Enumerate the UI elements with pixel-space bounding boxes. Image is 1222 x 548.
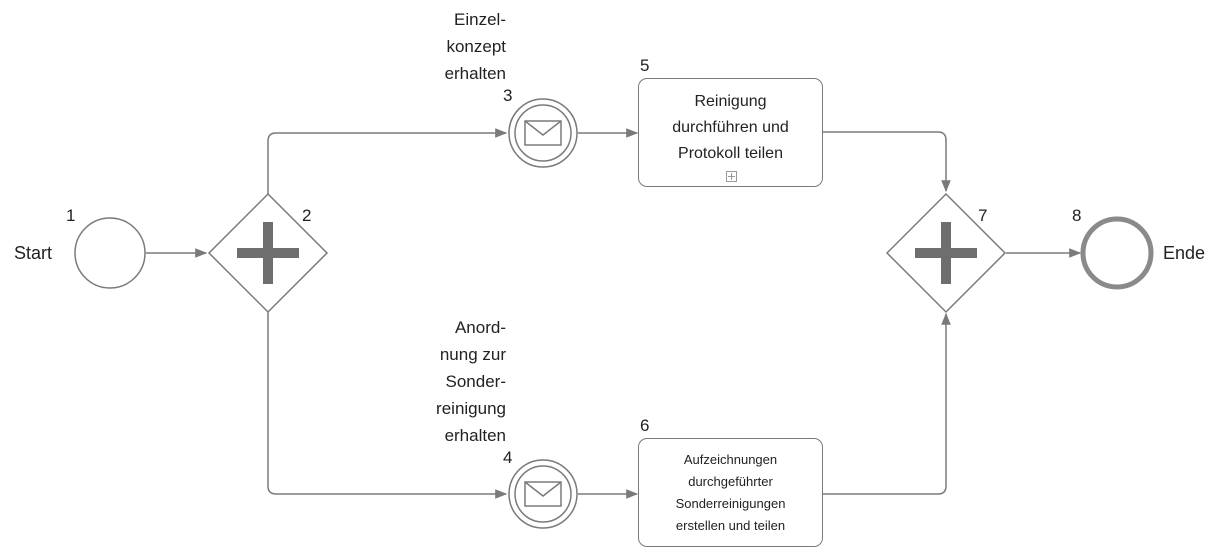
order-event-label-line: erhalten	[444, 426, 506, 445]
cleaning-task-number: 5	[640, 56, 650, 75]
order-event-label-line: nung zur	[439, 345, 506, 364]
subprocess-marker-icon[interactable]	[725, 171, 737, 182]
order-event-label-line: reinigung	[436, 399, 506, 418]
start-event-number: 1	[66, 206, 76, 225]
concept-event-number: 3	[503, 86, 513, 105]
task-records-line: Sonderreinigungen	[675, 495, 786, 511]
concept-event-label-line: Einzel-	[454, 10, 506, 29]
task-records[interactable]: Aufzeichnungen durchgeführter Sonderrein…	[638, 438, 823, 547]
end-event-number: 8	[1072, 206, 1082, 225]
concept-event-label-line: konzept	[446, 37, 506, 56]
end-event[interactable]	[1080, 216, 1154, 290]
envelope-icon	[524, 120, 562, 146]
parallel-gateway-join[interactable]	[885, 192, 1007, 314]
records-task-number: 6	[640, 416, 650, 435]
parallel-gateway-split[interactable]	[207, 192, 329, 314]
task-records-line: Aufzeichnungen	[683, 451, 778, 467]
start-event[interactable]	[74, 217, 146, 289]
end-event-label: Ende	[1163, 243, 1206, 263]
split-gateway-number: 2	[302, 206, 312, 225]
flow-split-to-order-event	[267, 312, 508, 499]
order-event-number: 4	[503, 448, 513, 467]
task-cleaning-line: durchführen und	[672, 118, 789, 136]
flow-cleaning-to-join	[823, 131, 951, 193]
task-records-line: durchgeführter	[688, 473, 773, 489]
concept-event-label: Einzel- konzept erhalten	[396, 6, 506, 87]
flow-records-to-join	[823, 312, 951, 495]
message-catch-event-order[interactable]	[508, 459, 578, 529]
task-cleaning-line: Reinigung	[694, 92, 767, 110]
envelope-icon	[524, 481, 562, 507]
task-records-line: erstellen und teilen	[675, 517, 786, 533]
task-cleaning[interactable]: Reinigung durchführen und Protokoll teil…	[638, 78, 823, 187]
order-event-label: Anord- nung zur Sonder- reinigung erhalt…	[396, 314, 506, 449]
join-gateway-number: 7	[978, 206, 988, 225]
start-event-label: Start	[14, 243, 53, 263]
message-catch-event-concept[interactable]	[508, 98, 578, 168]
task-cleaning-line: Protokoll teilen	[678, 144, 783, 162]
order-event-label-line: Sonder-	[445, 372, 506, 391]
flow-split-to-concept-event	[267, 128, 508, 194]
order-event-label-line: Anord-	[454, 318, 506, 337]
concept-event-label-line: erhalten	[444, 64, 506, 83]
